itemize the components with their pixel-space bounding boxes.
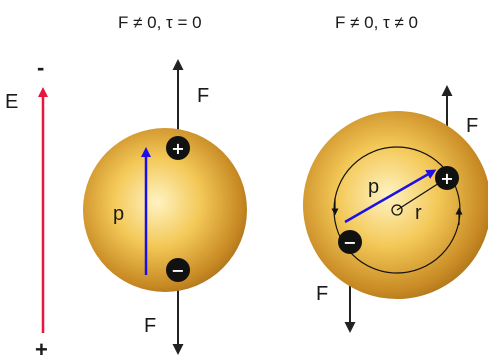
- pivot: [391, 204, 403, 216]
- sphere: [83, 128, 247, 292]
- dipole-moment-arrow: [344, 169, 437, 224]
- dipole-moment-label: p: [113, 203, 124, 225]
- dipole-moment-label: p: [368, 176, 379, 198]
- negative-charge: [338, 230, 362, 254]
- force-top-label: F: [197, 85, 209, 107]
- title-with-torque: F ≠ 0, τ ≠ 0: [335, 13, 418, 32]
- pivot-label: r: [415, 202, 422, 224]
- force-top-label: F: [466, 115, 478, 137]
- negative-charge-sign: −: [343, 233, 356, 252]
- tilted-dipole: p r + − F F: [303, 85, 488, 333]
- negative-charge-sign: −: [171, 261, 184, 280]
- field-positive-sign: +: [35, 337, 48, 360]
- force-bottom-label: F: [316, 283, 328, 305]
- positive-charge-sign: +: [171, 139, 184, 158]
- title-no-torque: F ≠ 0, τ = 0: [118, 13, 202, 32]
- negative-charge: [166, 258, 190, 282]
- positive-charge-sign: +: [440, 169, 453, 188]
- aligned-dipole: p + − F F: [83, 59, 247, 355]
- positive-charge: [435, 166, 459, 190]
- positive-charge: [166, 136, 190, 160]
- field-label: E: [5, 91, 18, 113]
- force-bottom-label: F: [144, 315, 156, 337]
- field-negative-sign: -: [37, 55, 44, 80]
